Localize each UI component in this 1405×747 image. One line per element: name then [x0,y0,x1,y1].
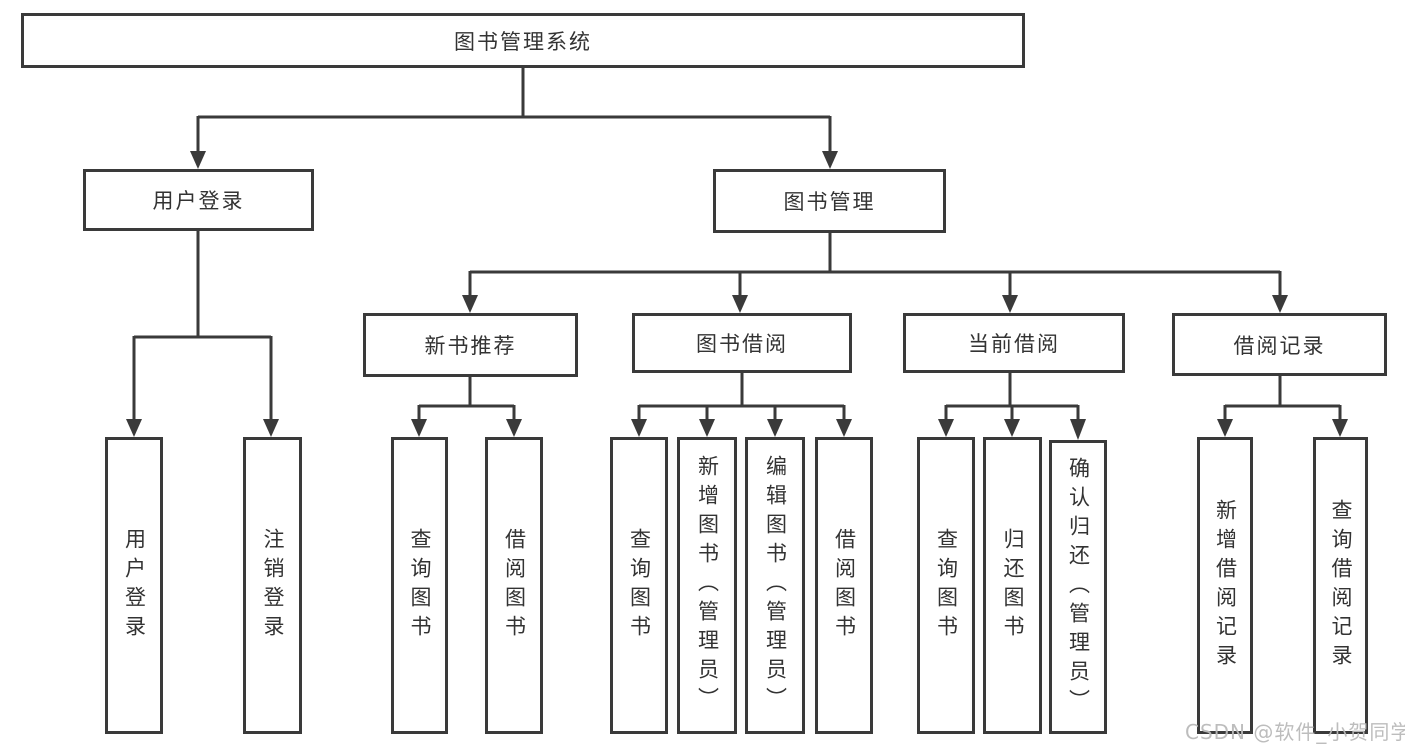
node-label: 图书管理系统 [454,29,592,54]
node-label: 归还图书 [1001,527,1025,644]
node-book-management: 图书管理 [713,169,946,233]
node-label: 借阅图书 [832,527,857,644]
node-new-book-recommendation: 新书推荐 [363,313,578,377]
leaf-return-books: 归还图书 [983,437,1042,734]
leaf-add-borrow-record: 新增借阅记录 [1197,437,1253,734]
node-borrowing-records: 借阅记录 [1172,313,1387,376]
node-label: 查询借阅记录 [1329,498,1353,673]
leaf-borrow-books-borrowing: 借阅图书 [815,437,873,734]
node-book-borrowing: 图书借阅 [632,313,852,373]
leaf-edit-books-admin: 编辑图书（管理员） [745,437,805,734]
leaf-query-books-newbooks: 查询图书 [391,437,448,734]
node-label: 查询图书 [934,527,959,644]
node-label: 确认归还（管理员） [1066,456,1091,718]
leaf-query-books-borrowing: 查询图书 [610,437,668,734]
leaf-query-books-current: 查询图书 [917,437,975,734]
node-label: 借阅记录 [1233,333,1326,358]
node-label: 编辑图书（管理员） [763,455,788,716]
node-current-borrowing: 当前借阅 [903,313,1125,373]
node-library-management-system: 图书管理系统 [21,13,1025,68]
node-label: 借阅图书 [502,527,527,644]
leaf-user-login: 用户登录 [105,437,163,734]
node-label: 新增图书（管理员） [695,455,720,716]
node-user-login: 用户登录 [83,169,314,231]
node-label: 用户登录 [122,527,147,644]
node-label: 注销登录 [261,527,285,644]
node-label: 图书管理 [783,190,876,214]
node-label: 新书推荐 [424,334,517,358]
leaf-borrow-books-newbooks: 借阅图书 [485,437,543,734]
node-label: 查询图书 [627,527,652,644]
leaf-query-borrow-record: 查询借阅记录 [1313,437,1368,734]
node-label: 查询图书 [408,527,432,644]
csdn-watermark: CSDN @软件_小贺同学 [1185,720,1405,744]
node-label: 新增借阅记录 [1213,498,1238,673]
leaf-confirm-return-admin: 确认归还（管理员） [1049,440,1107,734]
node-label: 当前借阅 [968,332,1060,356]
leaf-logout: 注销登录 [243,437,302,734]
node-label: 用户登录 [152,189,245,213]
leaf-add-books-admin: 新增图书（管理员） [677,437,737,734]
node-label: 图书借阅 [696,332,788,356]
